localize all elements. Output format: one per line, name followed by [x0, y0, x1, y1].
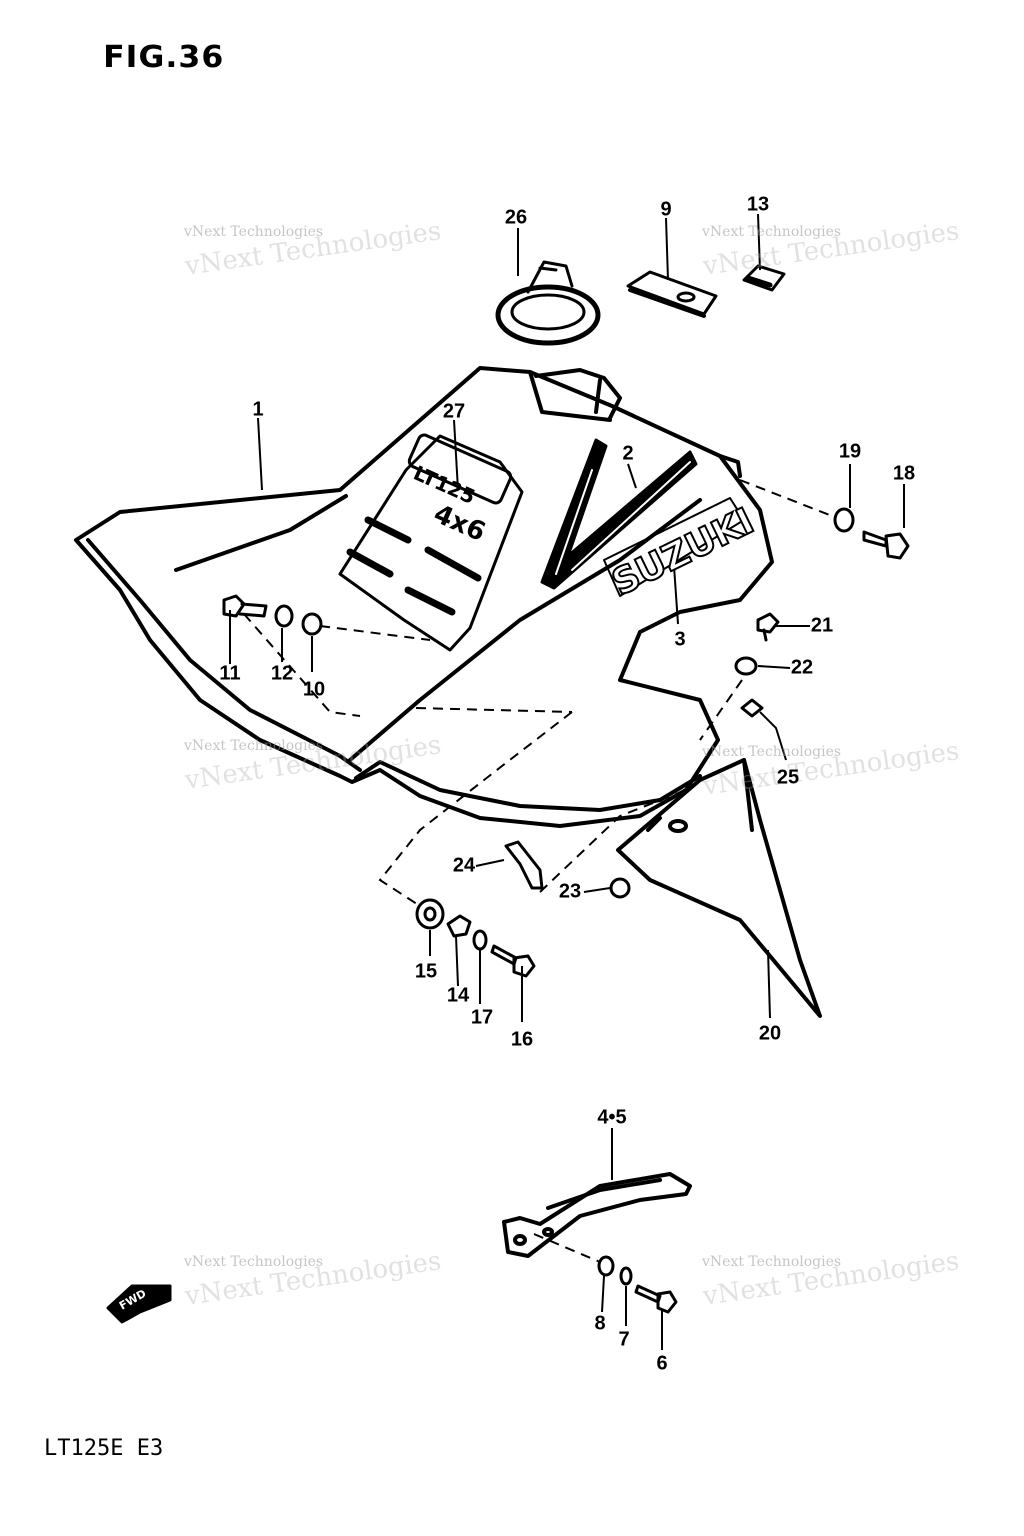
callout-14: 14 [446, 984, 470, 1007]
part-24-bracket [504, 840, 544, 890]
part-17-washer [472, 929, 488, 951]
part-10-grommet [301, 612, 323, 636]
part-19-washer [833, 507, 855, 533]
callout-26: 26 [504, 206, 528, 229]
part-13-clip [742, 264, 786, 292]
leader-lines [229, 213, 905, 1350]
part-18-bolt [862, 530, 910, 560]
part-9-plate [626, 270, 718, 318]
part-14-spacer [446, 914, 472, 938]
part-7-lockwasher [619, 1266, 633, 1286]
callout-17: 17 [470, 1006, 494, 1029]
callout-10: 10 [302, 678, 326, 701]
callout-3: 3 [674, 628, 686, 651]
fwd-arrow-icon [106, 1284, 172, 1324]
callout-2: 2 [622, 442, 634, 465]
part-20-mud-flap [616, 758, 822, 1018]
callout-19: 19 [838, 440, 862, 463]
callout-18: 18 [892, 462, 916, 485]
callout-20: 20 [758, 1022, 782, 1045]
callout-1: 1 [252, 398, 264, 421]
callout-12: 12 [270, 662, 294, 685]
assembly-lines [243, 479, 833, 1263]
part-11-bolt [222, 594, 268, 618]
callout-4-5: 4•5 [597, 1106, 627, 1129]
callout-21: 21 [810, 614, 834, 637]
part-22-nut [734, 656, 758, 676]
part-16-bolt [490, 944, 536, 978]
callout-25: 25 [776, 766, 800, 789]
callout-16: 16 [510, 1028, 534, 1051]
callout-8: 8 [594, 1312, 606, 1335]
part-8-washer [597, 1255, 615, 1277]
part-23-nut [609, 877, 631, 899]
part-2-stripe-decal [540, 438, 698, 590]
callout-7: 7 [618, 1328, 630, 1351]
callout-22: 22 [790, 656, 814, 679]
part-15-collar [415, 898, 445, 930]
part-3-brand-decal [603, 497, 745, 597]
callout-6: 6 [656, 1352, 668, 1375]
part-12-washer [274, 604, 294, 628]
callout-15: 15 [414, 960, 438, 983]
callout-11: 11 [219, 662, 241, 685]
part-27-badge-panel [338, 433, 524, 652]
part-4-5-brace [502, 1172, 692, 1258]
callout-27: 27 [442, 400, 466, 423]
part-26-grab-ring [495, 260, 601, 346]
callout-23: 23 [558, 880, 582, 903]
model-label: LT125E E3 [44, 1436, 164, 1461]
part-21-screw [756, 612, 780, 642]
figure-title: FIG.36 [103, 40, 225, 75]
part-25-screw [740, 698, 764, 718]
callout-24: 24 [452, 854, 476, 877]
drive-badge-text: 4x6 [429, 499, 490, 548]
callout-13: 13 [746, 193, 770, 216]
callout-9: 9 [660, 198, 672, 221]
part-6-bolt [634, 1284, 678, 1314]
